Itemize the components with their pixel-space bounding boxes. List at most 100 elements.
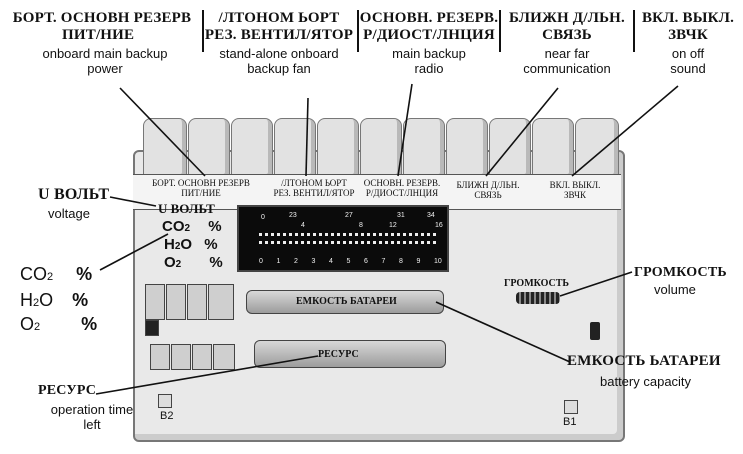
left-switch-4[interactable] [208, 284, 234, 320]
device-h2o-readout: H2O % [164, 236, 218, 253]
lower-switch-4[interactable] [213, 344, 235, 370]
display-dot [355, 241, 358, 244]
strip-comm-line1: БЛИЖН Д/ЛЬН. [456, 180, 520, 190]
strip-radio-line2: Р/ДИОСТ/ЛНЦИЯ [365, 188, 439, 198]
h2o-sub: 2 [33, 297, 40, 309]
display-dot [379, 233, 382, 236]
column-radio: ОСНОВН. РЕЗЕРВ. Р/ДИОСТ/ЛНЦИЯ main backu… [358, 10, 500, 76]
display-dot [343, 241, 346, 244]
display-bottom-tick: 5 [347, 258, 351, 265]
key-sound-on[interactable] [532, 118, 574, 178]
b1-label: B1 [563, 416, 577, 428]
key-power-onboard[interactable] [143, 118, 187, 178]
communication-en-label: near far [544, 46, 590, 61]
display-dot [361, 233, 364, 236]
sound-en-label-2: sound [670, 61, 706, 76]
strip-sound-text: ВКЛ. ВЫКЛ. ЗВЧК [533, 180, 617, 200]
display-dot [271, 241, 274, 244]
sound-ru-label: ВКЛ. ВЫКЛ. [641, 10, 735, 26]
gas-co2-label: CO2 % [20, 264, 92, 285]
display-dot [421, 233, 424, 236]
display-dot [349, 241, 352, 244]
display-dot [415, 241, 418, 244]
key-radio-main[interactable] [360, 118, 402, 178]
display-dot [337, 241, 340, 244]
display-dot [391, 241, 394, 244]
key-radio-backup[interactable] [403, 118, 445, 178]
display-dot [289, 241, 292, 244]
left-switch-2[interactable] [166, 284, 186, 320]
device-h2o-percent: % [204, 236, 218, 253]
resurs-ru-label: РЕСУРС [38, 383, 97, 398]
display-top-tick: 4 [301, 222, 305, 229]
strip-comm-text: БЛИЖН Д/ЛЬН. СВЯЗЬ [445, 180, 531, 200]
display-dot [373, 241, 376, 244]
display-dot [403, 233, 406, 236]
column-divider [499, 10, 501, 52]
display-dot [427, 241, 430, 244]
display-dot [391, 233, 394, 236]
key-fan-onboard[interactable] [317, 118, 359, 178]
display-dot [319, 241, 322, 244]
display-bottom-tick: 8 [399, 258, 403, 265]
display-top-tick: 23 [289, 212, 297, 219]
display-dot [427, 233, 430, 236]
lower-switch-2[interactable] [171, 344, 191, 370]
key-comm-near[interactable] [446, 118, 488, 178]
display-dot [349, 233, 352, 236]
display-top-tick: 34 [427, 212, 435, 219]
key-power-main[interactable] [188, 118, 230, 178]
display-dot [325, 241, 328, 244]
left-switch-1[interactable] [145, 284, 165, 320]
lower-switch-1[interactable] [150, 344, 170, 370]
device-co2-percent: % [208, 218, 222, 235]
h2o-percent: % [72, 290, 89, 310]
left-switch-3[interactable] [187, 284, 207, 320]
key-fan-standalone[interactable] [274, 118, 316, 178]
display-dot [361, 241, 364, 244]
device-h2o-h: H [164, 236, 175, 253]
display-dot [409, 241, 412, 244]
device-o2-text: O [164, 254, 176, 271]
key-sound-off[interactable] [575, 118, 619, 178]
column-communication: БЛИЖН Д/ЛЬН. СВЯЗЬ near far communicatio… [500, 10, 634, 76]
communication-ru-label: БЛИЖН Д/ЛЬН. [508, 10, 626, 26]
lower-switch-3[interactable] [192, 344, 212, 370]
display-dot [409, 233, 412, 236]
fan-en-label-2: backup fan [247, 61, 311, 76]
strip-sound-line1: ВКЛ. ВЫКЛ. [549, 180, 601, 190]
radio-ru-label: ОСНОВН. РЕЗЕРВ. [359, 10, 499, 26]
display-dot [385, 233, 388, 236]
column-divider [633, 10, 635, 52]
b2-button[interactable] [158, 394, 172, 408]
key-comm-far[interactable] [489, 118, 531, 178]
display-bottom-tick: 2 [294, 258, 298, 265]
display-dot [295, 241, 298, 244]
volt-ru-label: U ВОЛЬТ [38, 186, 110, 203]
power-en-label: onboard main backup [42, 46, 168, 61]
device-h2o-sub: 2 [174, 241, 181, 252]
display-dot [337, 233, 340, 236]
power-ru-label-2: ПИТ/НИЕ [62, 27, 135, 43]
power-ru-label: БОРТ. ОСНОВН РЕЗЕРВ [12, 10, 192, 26]
key-power-backup[interactable] [231, 118, 273, 178]
column-divider [357, 10, 359, 52]
battery-bar-label: ЕМКОСТЬ БАТАРЕИ [296, 296, 397, 307]
display-dot [283, 233, 286, 236]
strip-fan-text: /ЛТОНОМ ЬОРТ РЕЗ. ВЕНТИЛ/ЯТОР [268, 178, 360, 198]
left-indicator [145, 320, 159, 336]
column-divider [202, 10, 204, 52]
o2-percent: % [81, 314, 98, 334]
volt-en-label: voltage [48, 206, 90, 221]
display-dot [277, 241, 280, 244]
b1-button[interactable] [564, 400, 578, 414]
display-dot [397, 241, 400, 244]
volume-knob[interactable] [516, 292, 560, 304]
display-dot [385, 241, 388, 244]
h2o-o: O [39, 290, 54, 310]
strip-power-text: БОРТ. ОСНОВН РЕЗЕРВ ПИТ/НИЕ [135, 178, 267, 198]
strip-power-line2: ПИТ/НИЕ [181, 188, 221, 198]
co2-sub: 2 [47, 271, 54, 283]
display-dot [415, 233, 418, 236]
